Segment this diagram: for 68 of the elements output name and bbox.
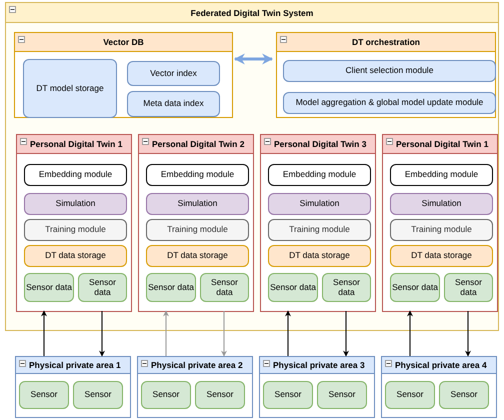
area-container (259, 356, 375, 418)
container-title: Personal Digital Twin 1 (30, 139, 122, 149)
sensor-box: Sensor (263, 381, 313, 409)
module-box: Embedding module (268, 164, 371, 186)
storage-box: DT data storage (390, 245, 493, 267)
container-title: Personal Digital Twin 2 (152, 139, 244, 149)
sensor-box: Sensor data (78, 273, 127, 302)
sensor-box: Sensor data (444, 273, 493, 302)
module-box: Training module (268, 219, 371, 241)
storage-box: DT data storage (24, 245, 127, 267)
twin-container (16, 134, 132, 312)
module-box: DT model storage (23, 59, 117, 118)
area-container (137, 356, 253, 418)
module-box: Training module (146, 219, 249, 241)
arrow (343, 310, 349, 357)
twin-container (138, 134, 254, 312)
container-title: Physical private area 4 (395, 360, 487, 370)
container-title: Personal Digital Twin 1 (396, 139, 488, 149)
storage-box: DT data storage (146, 245, 249, 267)
module-box: Simulation (24, 193, 127, 215)
arrow (407, 310, 413, 356)
sensor-box: Sensor (19, 381, 69, 409)
sensor-box: Sensor data (24, 273, 74, 302)
sensor-box: Sensor data (322, 273, 371, 302)
sensor-box: Sensor (317, 381, 367, 409)
container-title: Physical private area 3 (273, 360, 365, 370)
module-box: Simulation (268, 193, 371, 215)
module-box: Embedding module (146, 164, 249, 186)
area-container (381, 356, 497, 418)
module-box: Vector index (127, 61, 220, 86)
arrow (41, 310, 47, 356)
double-arrow (234, 54, 274, 64)
module-box: Simulation (146, 193, 249, 215)
module-box: Training module (390, 219, 493, 241)
arrow (221, 310, 227, 357)
sensor-box: Sensor data (146, 273, 196, 302)
container-title: Physical private area 1 (29, 360, 121, 370)
area-container (15, 356, 131, 418)
storage-box: DT data storage (268, 245, 371, 267)
twin-container (382, 134, 498, 312)
arrow (99, 310, 105, 357)
group-container (276, 32, 496, 118)
sensor-box: Sensor data (268, 273, 318, 302)
sensor-box: Sensor (195, 381, 245, 409)
arrow (163, 310, 169, 356)
container-title: Physical private area 2 (151, 360, 243, 370)
arrow (285, 310, 291, 356)
sensor-box: Sensor (73, 381, 123, 409)
container-title: Federated Digital Twin System (190, 8, 314, 18)
system-container (5, 2, 499, 331)
module-box: Model aggregation & global model update module (283, 92, 496, 114)
sensor-box: Sensor (141, 381, 191, 409)
container-title: Vector DB (103, 37, 144, 47)
module-box: Simulation (390, 193, 493, 215)
sensor-box: Sensor (385, 381, 435, 409)
sensor-box: Sensor (439, 381, 489, 409)
arrow (465, 310, 471, 357)
module-box: Embedding module (24, 164, 127, 186)
sensor-box: Sensor data (390, 273, 440, 302)
container-title: Personal Digital Twin 3 (274, 139, 366, 149)
group-container (14, 32, 233, 118)
sensor-box: Sensor data (200, 273, 249, 302)
module-box: Training module (24, 219, 127, 241)
module-box: Meta data index (127, 91, 220, 117)
module-box: Embedding module (390, 164, 493, 186)
container-title: DT orchestration (352, 37, 420, 47)
twin-container (260, 134, 376, 312)
module-box: Client selection module (283, 60, 496, 82)
